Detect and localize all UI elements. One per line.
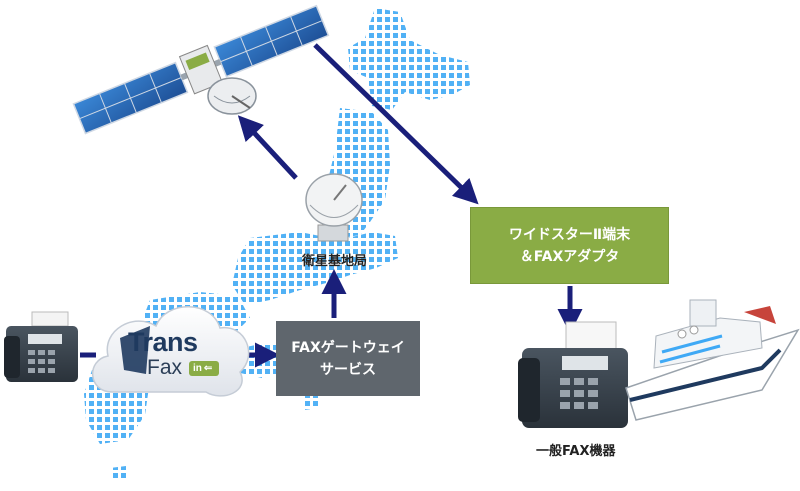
receiver-fax-label: 一般FAX機器 bbox=[536, 444, 616, 459]
ground-station-label: 衛星基地局 bbox=[302, 254, 368, 269]
arrow-left-icon: ⇐ bbox=[203, 363, 213, 374]
arrow-satellite-to-terminal bbox=[313, 43, 479, 205]
transfax-logo-badge: in⇐ bbox=[189, 361, 219, 376]
terminal-line2: ＆FAXアダプタ bbox=[519, 248, 620, 265]
ship-icon bbox=[625, 299, 800, 421]
terminal-line1: ワイドスターⅡ端末 bbox=[508, 226, 631, 243]
satellite-icon bbox=[72, 4, 330, 135]
transfax-logo-word2: Fax bbox=[147, 356, 183, 379]
gateway-line1: FAXゲートウェイ bbox=[291, 339, 405, 356]
arrow-station-to-satellite bbox=[237, 115, 298, 180]
gateway-line2: サービス bbox=[320, 361, 376, 378]
satellite-dish-icon bbox=[305, 173, 363, 242]
logo-badge-text: in bbox=[193, 363, 202, 374]
fax-gateway-service-box: FAXゲートウェイ サービス bbox=[276, 321, 420, 396]
widestar-terminal-box: ワイドスターⅡ端末 ＆FAXアダプタ bbox=[470, 207, 669, 284]
fax-machine-icon bbox=[4, 311, 78, 382]
receiver-fax-icon bbox=[518, 321, 628, 428]
transfax-logo-word1: Trans bbox=[128, 327, 198, 357]
